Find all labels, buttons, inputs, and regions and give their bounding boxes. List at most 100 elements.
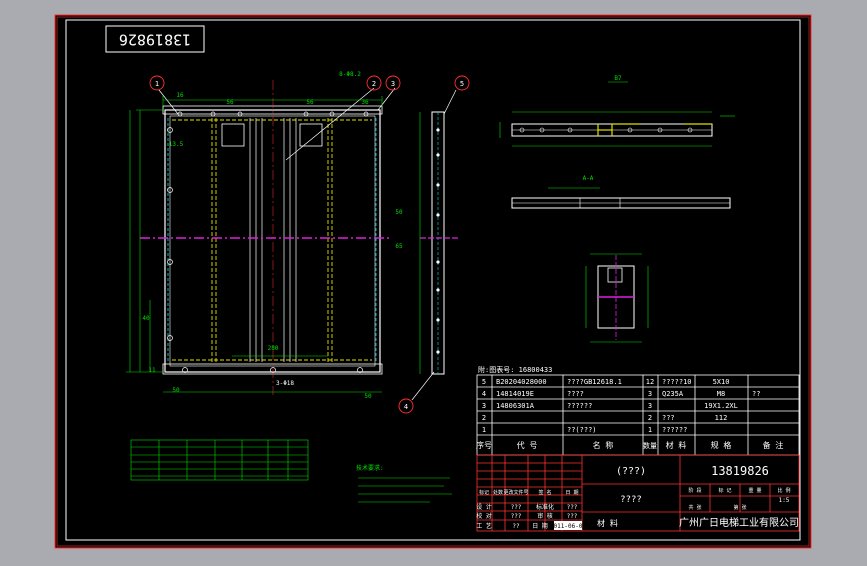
mounting-holes <box>167 111 369 373</box>
title-block <box>476 454 800 532</box>
inner-frame <box>65 19 801 541</box>
door-plate-inner <box>169 115 376 367</box>
legend-table <box>130 439 309 481</box>
svg-text:比 例: 比 例 <box>777 487 790 494</box>
title-scale: 1:5 <box>779 497 790 504</box>
svg-text:????GB12618.1: ????GB12618.1 <box>567 378 622 386</box>
door-plate-outline <box>164 109 381 373</box>
section-a-strip: A-A <box>511 175 731 209</box>
svg-text:规 格: 规 格 <box>711 440 732 450</box>
title-left-labels: 标记 处数 更改文件号 签 名 日 期 <box>479 489 579 496</box>
bom-row-4: 4 14814019E ???? 3 Q235A M8 ?? <box>482 390 761 398</box>
svg-text:标 记: 标 记 <box>718 487 731 494</box>
svg-text:1: 1 <box>648 426 652 434</box>
section-b-label: B7 <box>614 75 622 82</box>
svg-text:1: 1 <box>482 426 486 434</box>
svg-text:12: 12 <box>646 378 654 386</box>
svg-text:???: ??? <box>511 513 522 520</box>
right-dim-1: 50 <box>395 209 403 216</box>
cutout-right <box>299 123 323 147</box>
stiffeners <box>172 118 372 362</box>
callout-balloons <box>149 75 470 414</box>
svg-text:19X1.2XL: 19X1.2XL <box>704 402 738 410</box>
svg-text:标准化: 标准化 <box>536 503 554 511</box>
side-view <box>411 89 458 401</box>
svg-text:签 名: 签 名 <box>538 489 551 496</box>
top-dim-4: 36 <box>361 99 369 106</box>
title-material-label: 材 料 <box>597 518 618 528</box>
svg-text:审 核: 审 核 <box>537 512 553 520</box>
svg-text:B20204028000: B20204028000 <box>496 378 547 386</box>
notes-title: 技术要求: <box>356 464 384 472</box>
drawing-sheet <box>54 14 812 549</box>
bom-header: 序号 代 号 名 称 数量 材 料 规 格 备 注 <box>476 440 783 450</box>
edge-hidden-lines <box>167 118 377 362</box>
svg-text:14806301A: 14806301A <box>496 402 535 410</box>
bom-above-label: 附:图表号: 16800433 <box>478 365 552 374</box>
balloon-2: 2 <box>372 80 376 88</box>
svg-text:3: 3 <box>482 402 486 410</box>
title-drawing-no: 13819826 <box>711 464 769 478</box>
svg-text:?????10: ?????10 <box>662 378 692 386</box>
bottom-dim-1: 50 <box>172 387 180 394</box>
section-a-label: A-A <box>583 175 594 182</box>
svg-text:处数: 处数 <box>493 489 503 496</box>
title-sheet-labels: 共 张 第 张 <box>688 504 746 511</box>
svg-text:第 张: 第 张 <box>733 504 746 511</box>
svg-text:??????: ?????? <box>662 426 687 434</box>
svg-text:3: 3 <box>648 402 652 410</box>
title-sign-row-3: 工 艺 ?? 日 期 <box>476 522 548 530</box>
svg-text:??(???): ??(???) <box>567 426 597 434</box>
bottom-dim-3: 50 <box>364 393 372 400</box>
svg-text:???: ??? <box>511 504 522 511</box>
svg-text:???: ??? <box>662 414 675 422</box>
top-dim-2: 56 <box>226 99 234 106</box>
bom-row-5: 5 B20204028000 ????GB12618.1 12 ?????10 … <box>482 378 730 386</box>
svg-text:序号: 序号 <box>476 440 492 450</box>
svg-text:Q235A: Q235A <box>662 390 684 398</box>
svg-text:3: 3 <box>648 390 652 398</box>
bom-table <box>476 374 800 456</box>
left-dim-2: 13.5 <box>169 141 184 148</box>
balloon-4: 4 <box>404 403 408 411</box>
cutout-left <box>221 123 245 147</box>
title-date: 2011-06-03 <box>550 523 587 530</box>
left-dim-1: 40 <box>142 315 150 322</box>
svg-text:14814019E: 14814019E <box>496 390 534 398</box>
svg-text:更改文件号: 更改文件号 <box>503 489 528 496</box>
bottom-bar <box>162 363 383 375</box>
svg-text:备 注: 备 注 <box>763 440 784 450</box>
top-dim-1: 16 <box>176 92 184 99</box>
frame-border <box>56 16 810 547</box>
bottom-dim-2: 280 <box>268 345 279 352</box>
top-note: 8-Φ8.2 <box>339 71 361 78</box>
svg-text:阶 段: 阶 段 <box>688 487 701 494</box>
svg-text:112: 112 <box>715 414 728 422</box>
svg-text:重 量: 重 量 <box>748 487 761 494</box>
front-view: 16 56 56 36 8-Φ8.2 40 13.5 11 50 280 50 … <box>126 71 403 400</box>
right-dim-2: 65 <box>395 243 403 250</box>
svg-text:2: 2 <box>648 414 652 422</box>
svg-text:日 期: 日 期 <box>565 490 578 496</box>
left-dim-3: 11 <box>148 367 156 374</box>
svg-text:???: ??? <box>567 513 578 520</box>
title-sign-row-1: 设 计 ??? 标准化 ??? <box>476 503 578 511</box>
bom-row-3: 3 14806301A ?????? 3 19X1.2XL <box>482 402 738 410</box>
drawing-number-box <box>105 25 205 53</box>
svg-text:??: ?? <box>752 390 760 398</box>
title-sub-name: ???? <box>620 495 642 505</box>
svg-text:日 期: 日 期 <box>532 522 548 530</box>
notes-lines <box>358 477 452 503</box>
drawing-number-rotated: 13819826 <box>119 31 191 49</box>
title-company: 广州广日电梯工业有限公司 <box>679 516 799 529</box>
title-sign-row-2: 校 对 ??? 审 核 ??? <box>476 512 578 520</box>
top-dim-3: 56 <box>306 99 314 106</box>
vertical-profiles <box>249 118 297 362</box>
bottom-note: 3-Φ18 <box>276 380 294 387</box>
title-right-headers: 阶 段 标 记 重 量 比 例 <box>688 487 790 494</box>
svg-text:2: 2 <box>482 414 486 422</box>
svg-text:??: ?? <box>512 523 520 530</box>
svg-text:5: 5 <box>482 378 486 386</box>
svg-text:代 号: 代 号 <box>517 440 538 450</box>
